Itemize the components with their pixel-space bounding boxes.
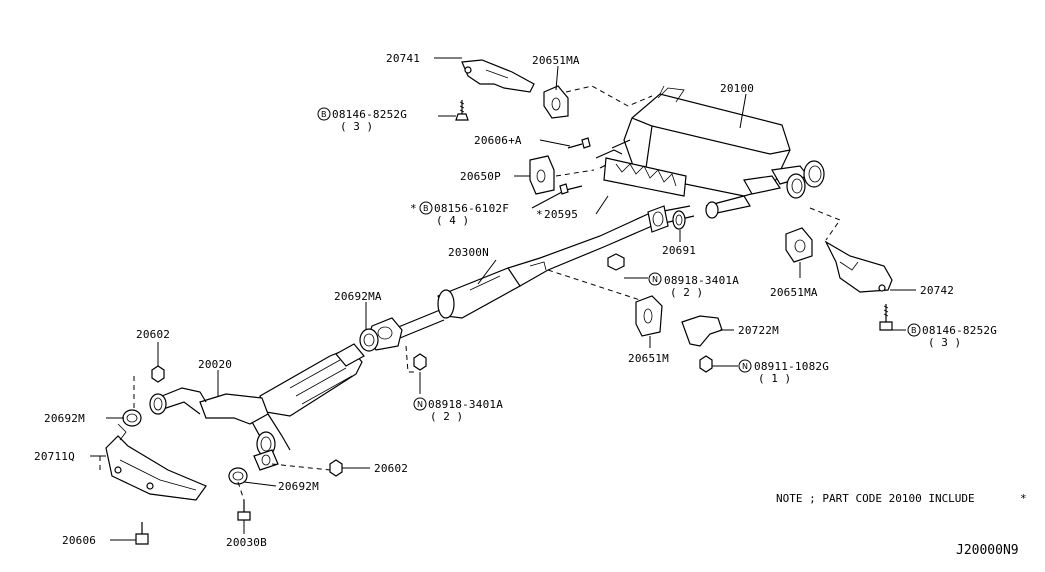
- bracket-20722M: [681, 315, 723, 347]
- bolt-08156: [559, 183, 583, 195]
- nut-marker-upper: N: [652, 275, 658, 284]
- qty-08156: ( 4 ): [436, 214, 469, 227]
- center-pipe-20300N: [395, 205, 695, 339]
- gasket-20691-inner: [675, 214, 683, 226]
- qty-08146-right: ( 3 ): [928, 336, 961, 349]
- nut-marker-circle-upper: [648, 272, 662, 286]
- gasket-20692M-left-inner: [126, 413, 138, 423]
- label-20300N: 20300N: [448, 246, 489, 259]
- label-08918-upper: 08918-3401A: [664, 274, 739, 287]
- label-20100: 20100: [720, 82, 754, 95]
- front-tube-catalyst-20020: [149, 317, 403, 471]
- label-20651M: 20651M: [628, 352, 669, 365]
- qty-08911: ( 1 ): [758, 372, 791, 385]
- leader-lines: [90, 57, 916, 541]
- bolt-marker-top-left: B: [321, 110, 327, 119]
- nut-marker-lower: N: [417, 400, 423, 409]
- diagram-code: J20000N9: [956, 543, 1019, 558]
- label-08146-top-left: 08146-8252G: [332, 108, 407, 121]
- bolt-08146-right: [879, 304, 893, 331]
- label-20741: 20741: [386, 52, 420, 65]
- label-20651MA-top: 20651MA: [532, 54, 580, 67]
- label-20020: 20020: [198, 358, 232, 371]
- qty-08918-upper: ( 2 ): [670, 286, 703, 299]
- asterisk-08156: *: [410, 202, 417, 215]
- nut-08918-upper: [607, 253, 625, 271]
- label-20602-right: 20602: [374, 462, 408, 475]
- label-20692M-lower: 20692M: [278, 480, 319, 493]
- label-08918-lower: 08918-3401A: [428, 398, 503, 411]
- hanger-20651M: [635, 295, 663, 337]
- bolt-20030B: [237, 500, 251, 521]
- nut-08911: [699, 355, 713, 373]
- label-08156: 08156-6102F: [434, 202, 509, 215]
- label-20742: 20742: [920, 284, 954, 297]
- gasket-20692M-lower: [228, 467, 248, 485]
- note-asterisk: *: [1020, 492, 1027, 505]
- label-20722M: 20722M: [738, 324, 779, 337]
- nut-marker-circle-08911: [738, 359, 752, 373]
- label-20595: 20595: [544, 208, 578, 221]
- gasket-20692M-lower-inner: [232, 471, 244, 481]
- label-20606A: 20606+A: [474, 134, 522, 147]
- label-20602-left: 20602: [136, 328, 170, 341]
- label-20692MA: 20692MA: [334, 290, 382, 303]
- label-20692M-left: 20692M: [44, 412, 85, 425]
- qty-08146-top-left: ( 3 ): [340, 120, 373, 133]
- label-20650P: 20650P: [460, 170, 501, 183]
- bolt-marker-08156: B: [423, 204, 429, 213]
- bolt-marker-circle-right: [907, 323, 921, 337]
- hanger-20650P: [529, 155, 555, 195]
- nut-08918-lower: [413, 353, 427, 371]
- dashed-alignment-lines: [99, 85, 841, 501]
- asterisk-20595: *: [536, 208, 543, 221]
- gasket-20692M-left: [122, 409, 142, 427]
- gasket-20692MA: [359, 328, 379, 352]
- nut-marker-08911: N: [742, 362, 748, 371]
- label-20691: 20691: [662, 244, 696, 257]
- bolt-marker-circle-08156: [419, 201, 433, 215]
- hanger-20651MA-right: [785, 227, 813, 263]
- label-20606: 20606: [62, 534, 96, 547]
- bolt-20606: [135, 522, 149, 545]
- bolt-08146-top-left: [455, 100, 469, 121]
- label-20711Q: 20711Q: [34, 450, 75, 463]
- main-muffler-20100: [595, 85, 825, 219]
- bracket-20741: [461, 59, 535, 93]
- qty-08918-lower: ( 2 ): [430, 410, 463, 423]
- label-08911: 08911-1082G: [754, 360, 829, 373]
- note-text: NOTE ; PART CODE 20100 INCLUDE: [776, 492, 975, 505]
- label-20030B: 20030B: [226, 536, 267, 549]
- nut-20602-left: [151, 365, 165, 383]
- hanger-20651MA-top: [543, 85, 569, 119]
- heat-shield-20711Q: [105, 423, 207, 501]
- gasket-20691: [672, 210, 686, 230]
- bolt-marker-circle-top-left: [317, 107, 331, 121]
- part-labels: 20741 20651MA 20100 B 08146-8252G ( 3 ) …: [34, 52, 997, 549]
- label-08146-right: 08146-8252G: [922, 324, 997, 337]
- nut-20602-right: [329, 459, 343, 477]
- nut-marker-circle-lower: [413, 397, 427, 411]
- bracket-20742: [824, 240, 893, 293]
- bolt-20606A: [567, 137, 591, 149]
- bolt-marker-right: B: [911, 326, 917, 335]
- label-20651MA-right: 20651MA: [770, 286, 818, 299]
